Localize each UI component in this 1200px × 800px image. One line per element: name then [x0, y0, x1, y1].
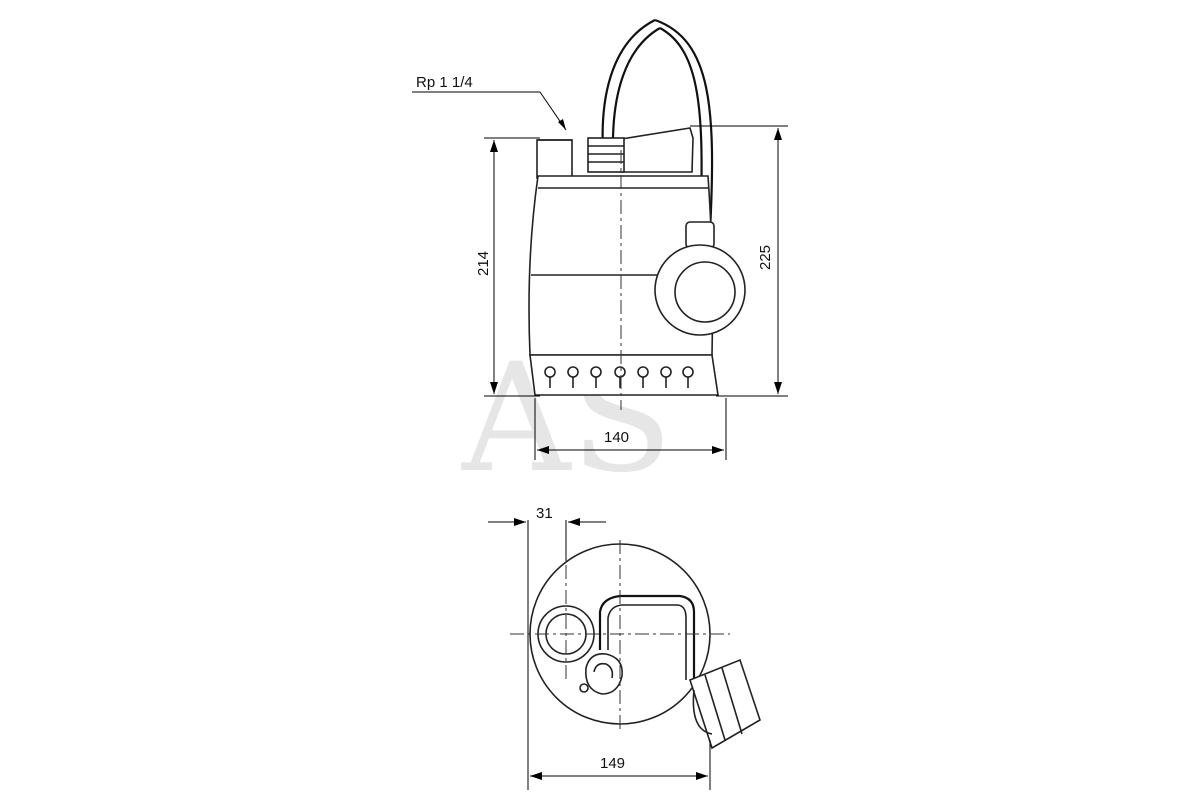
- thread-callout: Rp 1 1/4: [416, 74, 473, 91]
- strainer-holes: [544, 366, 694, 388]
- top-view: 31 149: [488, 505, 761, 790]
- top-handle: [598, 594, 696, 680]
- dim-31: 31: [536, 505, 553, 522]
- dim-149: 149: [600, 755, 625, 772]
- float-switch: [654, 221, 746, 336]
- side-view: Rp 1 1/4 214 225 140: [412, 18, 788, 460]
- handle: [614, 127, 694, 173]
- outlet-stub: [536, 139, 573, 179]
- top-cable-gland: [579, 652, 623, 695]
- dim-214: 214: [475, 251, 492, 276]
- dim-225: 225: [757, 245, 774, 270]
- top-float-switch: [689, 658, 761, 750]
- cable-gland: [587, 137, 625, 173]
- power-cable: [601, 19, 656, 151]
- dim-140: 140: [604, 429, 629, 446]
